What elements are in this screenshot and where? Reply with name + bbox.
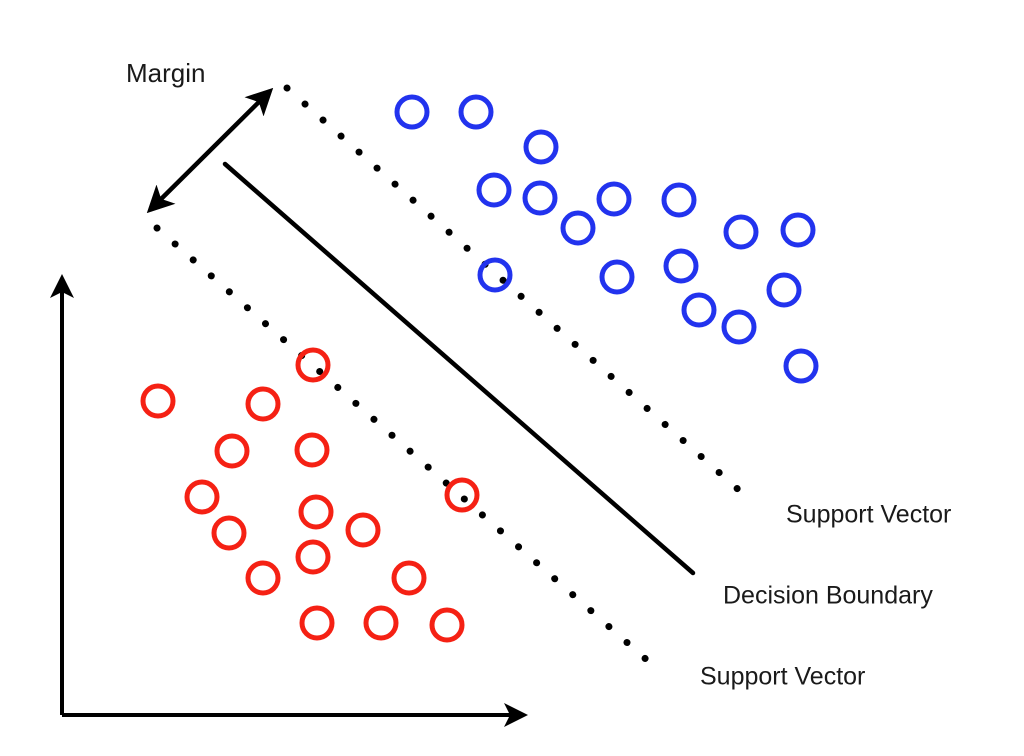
- data-point-class-a: [522, 180, 558, 216]
- data-point-class-b-support-vector: [295, 347, 331, 383]
- data-point-class-a: [661, 182, 697, 218]
- data-point-class-b: [391, 560, 427, 596]
- data-point-class-b: [298, 494, 334, 530]
- data-point-class-b: [214, 433, 250, 469]
- data-point-class-a: [663, 248, 699, 284]
- data-point-class-a: [476, 172, 512, 208]
- data-point-class-a: [780, 212, 816, 248]
- data-point-class-a: [721, 309, 757, 345]
- margin-label: Margin: [126, 58, 205, 88]
- data-point-class-b: [429, 607, 465, 643]
- data-point-class-b: [140, 383, 176, 419]
- data-point-class-a: [766, 272, 802, 308]
- support-vector-bottom-label: Support Vector: [700, 663, 865, 691]
- data-point-class-b-support-vector: [444, 477, 480, 513]
- class-b-points-group: [140, 347, 480, 643]
- data-point-class-b: [184, 479, 220, 515]
- data-point-class-b: [345, 512, 381, 548]
- decision-boundary-label: Decision Boundary: [723, 582, 933, 610]
- support-vector-line-upper: [283, 84, 754, 504]
- margin-arrow: [146, 87, 274, 214]
- support-vector-line-lower: [153, 224, 652, 665]
- data-point-class-a: [458, 94, 494, 130]
- data-point-class-b: [211, 515, 247, 551]
- support-vector-top-label: Support Vector: [786, 501, 951, 529]
- data-point-class-b: [299, 605, 335, 641]
- data-point-class-a: [560, 210, 596, 246]
- data-point-class-a: [599, 259, 635, 295]
- data-point-class-b: [245, 560, 281, 596]
- data-point-class-b: [363, 605, 399, 641]
- data-point-class-a-support-vector: [477, 257, 513, 293]
- data-point-class-b: [294, 432, 330, 468]
- data-point-class-a: [723, 214, 759, 250]
- data-point-class-b: [295, 539, 331, 575]
- data-point-class-a: [783, 348, 819, 384]
- data-point-class-a: [523, 129, 559, 165]
- class-a-points-group: [394, 94, 819, 384]
- decision-boundary-line: [222, 161, 696, 576]
- data-point-class-a: [681, 292, 717, 328]
- data-point-class-a: [596, 181, 632, 217]
- data-point-class-a: [394, 94, 430, 130]
- data-point-class-b: [245, 386, 281, 422]
- axes-group: [50, 274, 528, 727]
